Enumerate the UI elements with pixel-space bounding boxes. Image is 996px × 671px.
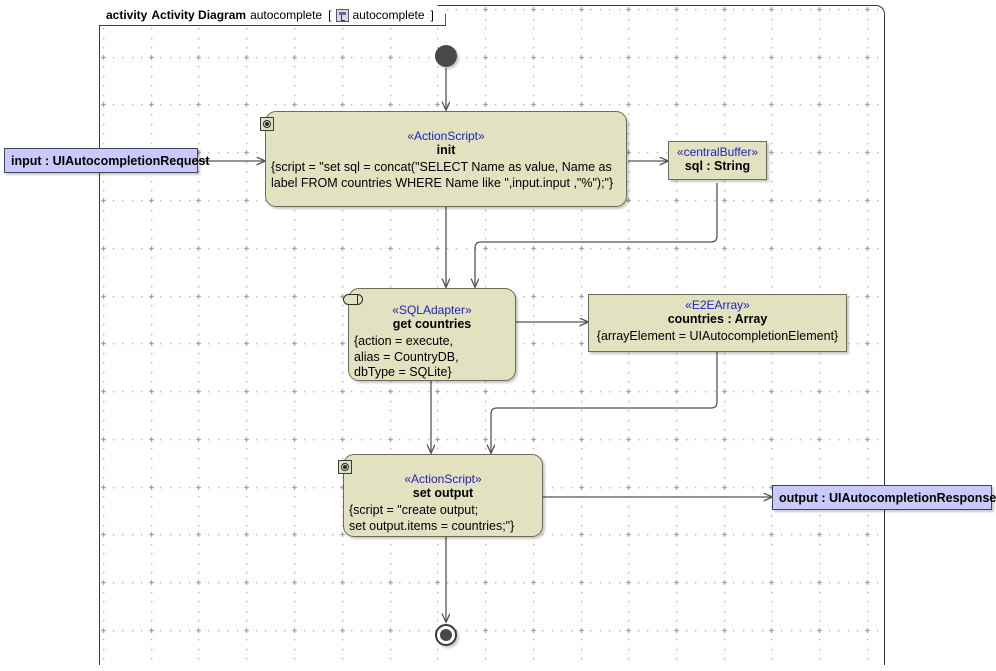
set-output-stereotype: «ActionScript» (404, 472, 482, 486)
output-parameter-label: output : UIAutocompletionResponse (779, 490, 996, 505)
sql-buffer-title: sql : String (684, 159, 751, 173)
init-body: {script = "set sql = concat("SELECT Name… (271, 160, 616, 190)
initial-node[interactable] (435, 45, 457, 67)
input-parameter-node[interactable]: input : UIAutocompletionRequest (4, 148, 210, 173)
countries-array-title: countries : Array (667, 312, 768, 326)
frame-keyword: activity (106, 8, 148, 22)
sql-buffer-stereotype: «centralBuffer» (676, 145, 759, 159)
countries-array-body: {arrayElement = UIAutocompletionElement} (596, 329, 839, 343)
object-node-countries-array[interactable]: «E2EArray» countries : Array {arrayEleme… (588, 294, 847, 352)
script-icon (338, 460, 352, 474)
output-parameter-node[interactable]: output : UIAutocompletionResponse (772, 485, 996, 510)
countries-array-stereotype: «E2EArray» (685, 298, 750, 312)
get-countries-title: get countries (392, 317, 472, 331)
frame-name: autocomplete (250, 8, 323, 22)
activity-final-node[interactable] (435, 624, 457, 646)
set-output-title: set output (412, 486, 474, 500)
action-node-set-output[interactable]: «ActionScript» set output {script = "cre… (338, 454, 543, 537)
init-stereotype: «ActionScript» (407, 129, 485, 143)
get-countries-stereotype: «SQLAdapter» (392, 303, 472, 317)
action-node-init[interactable]: «ActionScript» init {script = "set sql =… (260, 111, 627, 207)
frame-type-label: Activity Diagram (151, 8, 247, 22)
frame-inner-name: autocomplete (352, 8, 425, 22)
get-countries-body: {action = execute, alias = CountryDB, db… (354, 334, 459, 379)
frame-bracket-open: [ (328, 8, 332, 22)
activity-diagram-icon (336, 9, 349, 22)
diagram-frame-header[interactable]: activity Activity Diagram autocomplete [… (99, 5, 446, 26)
central-buffer-node-sql[interactable]: «centralBuffer» sql : String (668, 141, 767, 180)
adapter-icon (343, 294, 363, 305)
input-parameter-label: input : UIAutocompletionRequest (11, 153, 210, 168)
init-title: init (436, 143, 456, 157)
action-node-get-countries[interactable]: «SQLAdapter» get countries {action = exe… (343, 288, 516, 381)
frame-bracket-close: ] (430, 8, 434, 22)
set-output-body: {script = "create output; set output.ite… (349, 503, 515, 533)
script-icon (260, 117, 274, 131)
